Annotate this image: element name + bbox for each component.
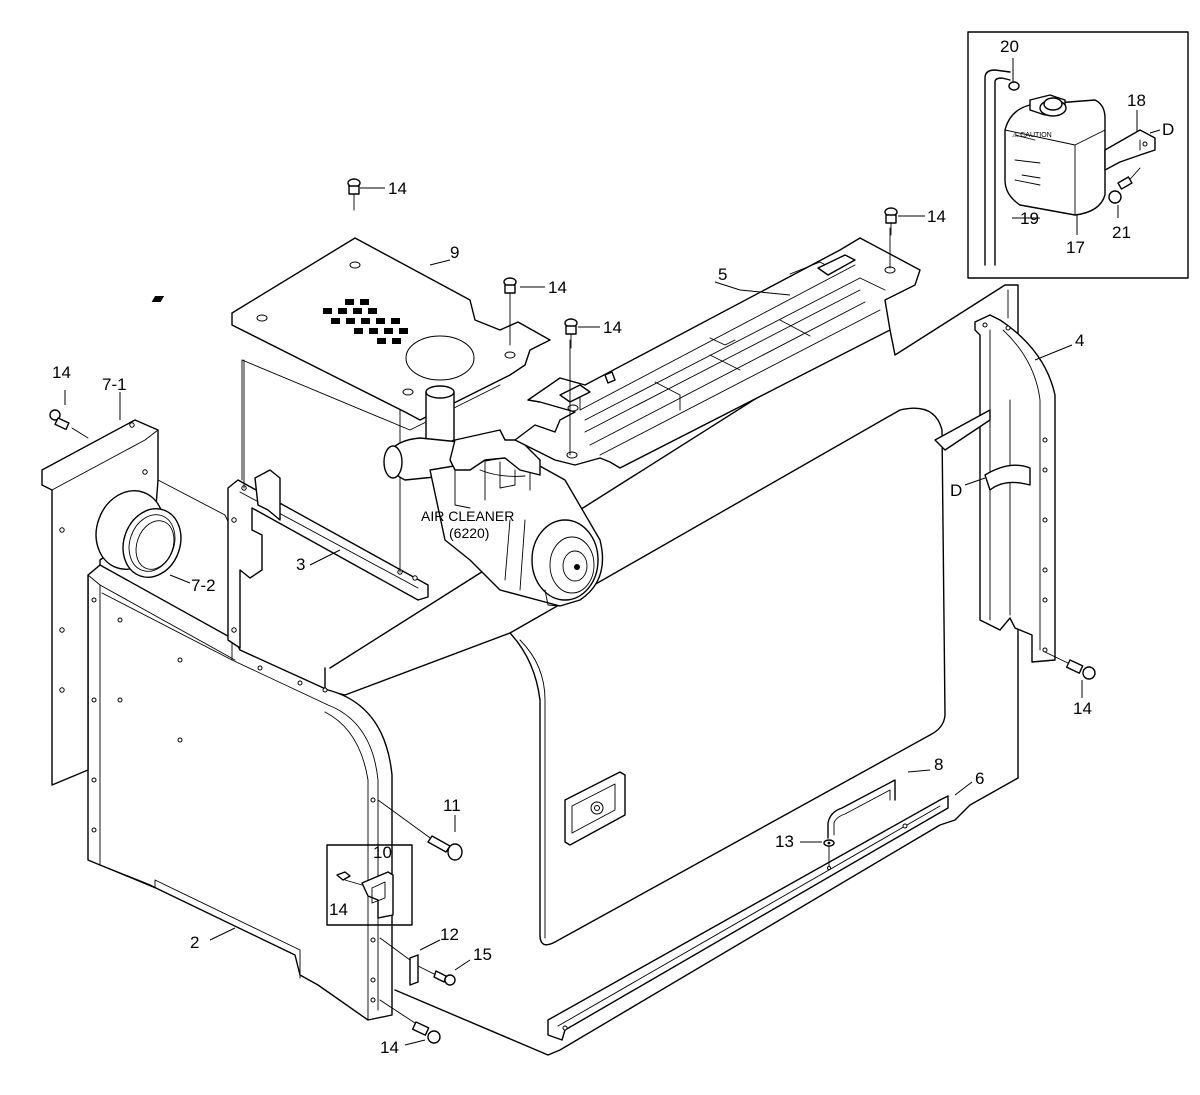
label-12: 12 — [440, 925, 459, 944]
clip-12 — [379, 937, 419, 986]
handle-8 — [827, 779, 896, 839]
label-14-bracket: 14 — [1073, 699, 1092, 718]
label-2: 2 — [190, 933, 199, 952]
label-14-top: 14 — [388, 179, 407, 198]
bolt-14-cover — [503, 277, 517, 346]
label-d-inset: D — [1162, 120, 1174, 139]
label-14-duct-left: 14 — [603, 318, 622, 337]
label-3: 3 — [296, 555, 305, 574]
washer-13 — [823, 839, 835, 871]
air-cleaner-assembly — [383, 385, 604, 607]
duct-5 — [514, 227, 921, 469]
label-10: 10 — [373, 843, 392, 862]
label-21: 21 — [1112, 223, 1131, 242]
label-13: 13 — [775, 832, 794, 851]
bolt-14-duct-right — [884, 207, 898, 236]
label-8: 8 — [934, 755, 943, 774]
label-d-main: D — [950, 481, 962, 500]
label-11: 11 — [443, 796, 461, 815]
label-18: 18 — [1127, 91, 1146, 110]
bolt-14-bottom — [379, 999, 441, 1044]
reservoir-inset: ⚠ CAUTION — [967, 31, 1189, 279]
label-4: 4 — [1075, 331, 1084, 350]
label-5: 5 — [718, 265, 727, 284]
top-cover-9 — [151, 237, 551, 481]
vent-grid — [151, 296, 408, 344]
catch-10-detail — [326, 844, 413, 926]
side-bracket-4 — [934, 289, 1056, 663]
label-9: 9 — [450, 243, 459, 262]
door-latch — [564, 771, 626, 846]
label-19: 19 — [1020, 209, 1039, 228]
front-panel — [87, 564, 393, 1021]
label-17: 17 — [1066, 238, 1085, 257]
label-14-side: 14 — [52, 363, 71, 382]
label-7-1: 7-1 — [102, 375, 127, 394]
air-cleaner-label: AIR CLEANER — [421, 508, 514, 524]
label-6: 6 — [975, 769, 984, 788]
label-20: 20 — [1000, 37, 1019, 56]
grommet-ring-7-2 — [95, 490, 182, 578]
air-cleaner-ref: (6220) — [449, 525, 489, 541]
bolt-11 — [377, 799, 463, 861]
main-enclosure — [324, 284, 1019, 1056]
bolt-15 — [417, 965, 456, 986]
bolt-14-top — [347, 178, 361, 211]
label-14-cover: 14 — [548, 278, 567, 297]
label-14-catch: 14 — [329, 900, 348, 919]
bracket-3 — [227, 339, 429, 649]
label-7-2: 7-2 — [191, 576, 216, 595]
bolt-14-bracket-4 — [1044, 651, 1096, 680]
bolt-14-duct-left — [564, 318, 578, 349]
strip-6 — [547, 795, 949, 1041]
tank-warning-print: ⚠ CAUTION — [1012, 131, 1052, 139]
leader-lines — [64, 58, 1161, 1046]
label-14-duct-right: 14 — [927, 207, 946, 226]
label-15: 15 — [473, 945, 492, 964]
bolt-14-side-panel — [49, 409, 89, 439]
part-labels: 14 9 14 14 14 5 4 14 7-1 7-2 3 14 8 6 13… — [52, 37, 1174, 1057]
label-14-bottom: 14 — [380, 1038, 399, 1057]
